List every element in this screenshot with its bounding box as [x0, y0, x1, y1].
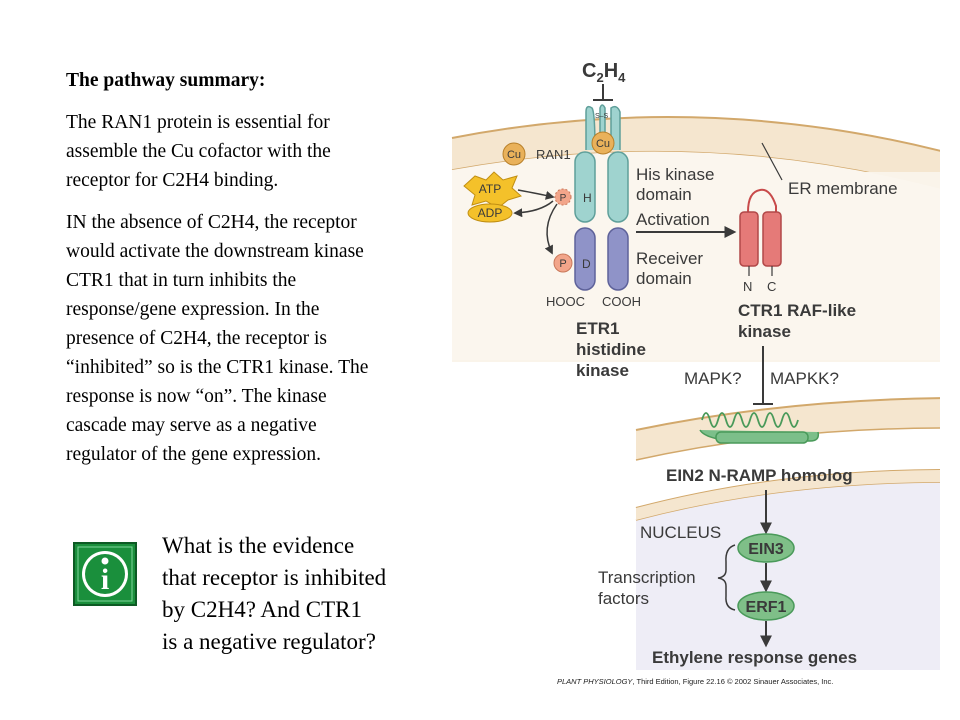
question-line: What is the evidence: [162, 533, 355, 558]
ctr1-n-label: N: [743, 279, 752, 294]
nucleus-label: NUCLEUS: [640, 523, 721, 542]
question-line: that receptor is inhibited: [162, 565, 387, 590]
caption-rest: , Third Edition, Figure 22.16 © 2002 Sin…: [632, 677, 834, 686]
summary-line: receptor for C2H4 binding.: [66, 170, 279, 191]
ethylene-pathway-diagram: C2H4 S–S Cu Cu RAN1 ATP ADP P H P D HOOC…: [451, 60, 940, 670]
atp-burst: [463, 171, 522, 209]
info-button[interactable]: i: [73, 542, 137, 606]
ctr1-c-label: C: [767, 279, 776, 294]
adp-label: ADP: [478, 206, 503, 220]
erf1-oval: [737, 591, 795, 621]
his-kinase-domain-left: [574, 151, 596, 223]
summary-line: regulator of the gene expression.: [66, 444, 322, 465]
svg-text:Cu: Cu: [507, 149, 521, 161]
summary-line: cascade may serve as a negative: [66, 415, 317, 436]
svg-text:histidine: histidine: [576, 340, 646, 359]
ein2-label: EIN2 N-RAMP homolog: [666, 466, 853, 485]
cooh-label: COOH: [602, 294, 641, 309]
cu-cofactor-left: [502, 142, 526, 166]
summary-line: IN the absence of C2H4, the receptor: [66, 212, 357, 233]
summary-line: response/gene expression. In the: [66, 299, 320, 320]
svg-text:domain: domain: [636, 269, 692, 288]
receiver-domain-label: Receiver: [636, 249, 703, 268]
summary-line: “inhibited” so is the CTR1 kinase. The: [66, 357, 369, 378]
atp-label: ATP: [479, 182, 501, 196]
ran1-label: RAN1: [536, 147, 571, 162]
caption-book: PLANT PHYSIOLOGY: [557, 677, 633, 686]
er-membrane-label: ER membrane: [788, 179, 898, 198]
figure-caption: PLANT PHYSIOLOGY, Third Edition, Figure …: [557, 677, 833, 686]
p-to-adp-arrow: [513, 200, 554, 218]
phosphotransfer-arrow: [544, 203, 558, 255]
svg-text:kinase: kinase: [738, 322, 791, 341]
ctr1-kinase: [747, 188, 777, 262]
summary-line: CTR1 that in turn inhibits the: [66, 270, 297, 291]
hooc-label: HOOC: [546, 294, 585, 309]
svg-text:domain: domain: [636, 185, 692, 204]
transcription-factors-label: Transcription: [598, 568, 696, 587]
summary-line: assemble the Cu cofactor with the: [66, 141, 331, 162]
evidence-question: What is the evidence that receptor is in…: [162, 530, 462, 658]
ethylene-genes-label: Ethylene response genes: [652, 648, 857, 667]
summary-paragraph-1: The RAN1 protein is essential for assemb…: [66, 108, 452, 195]
question-line: by C2H4? And CTR1: [162, 597, 362, 622]
disulfide-label: S–S: [595, 113, 609, 120]
summary-paragraph-2: IN the absence of C2H4, the receptor wou…: [66, 208, 452, 469]
info-glyph: i: [101, 563, 109, 596]
activation-label: Activation: [636, 210, 710, 229]
adp-oval: [467, 203, 513, 223]
c2h4-label: C2H4: [582, 60, 626, 85]
d-label: D: [582, 257, 591, 271]
svg-text:Cu: Cu: [596, 138, 610, 150]
summary-line: would activate the downstream kinase: [66, 241, 364, 262]
summary-line: The RAN1 protein is essential for: [66, 112, 330, 133]
phosphate-d: [553, 253, 573, 273]
svg-text:kinase: kinase: [576, 361, 629, 380]
etr1-label: ETR1: [576, 319, 619, 338]
question-line: is a negative regulator?: [162, 629, 376, 654]
receiver-domain-left: [574, 227, 596, 291]
cu-cofactor-right: [591, 131, 615, 155]
ein2-membrane-band: [636, 398, 940, 460]
receiver-domain-right: [607, 227, 629, 291]
erf1-label: ERF1: [746, 599, 787, 616]
mapk-label: MAPK?: [684, 369, 742, 388]
er-membrane-band: [452, 117, 940, 189]
tf-brace: [717, 544, 736, 611]
ein2-transmembrane: [701, 412, 799, 428]
svg-text:P: P: [559, 258, 566, 270]
summary-line: response is now “on”. The kinase: [66, 386, 327, 407]
phosphate-h: [554, 188, 572, 206]
ctr1-label: CTR1 RAF-like: [738, 301, 856, 320]
ein3-label: EIN3: [748, 541, 784, 558]
pathway-summary: The pathway summary: The RAN1 protein is…: [66, 66, 452, 482]
nucleus-region: [636, 481, 940, 670]
h-label: H: [583, 191, 592, 205]
ein3-oval: [737, 533, 795, 563]
info-icon: i: [73, 542, 137, 606]
his-kinase-domain-right: [607, 151, 629, 223]
svg-text:factors: factors: [598, 589, 649, 608]
summary-line: presence of C2H4, the receptor is: [66, 328, 327, 349]
er-membrane-outer: [451, 116, 940, 152]
atp-to-p-arrow: [517, 189, 555, 200]
svg-text:P: P: [560, 193, 567, 204]
his-kinase-label: His kinase: [636, 165, 714, 184]
mapkk-label: MAPKK?: [770, 369, 839, 388]
summary-heading: The pathway summary:: [66, 70, 266, 91]
er-membrane-pointer: [761, 142, 783, 181]
